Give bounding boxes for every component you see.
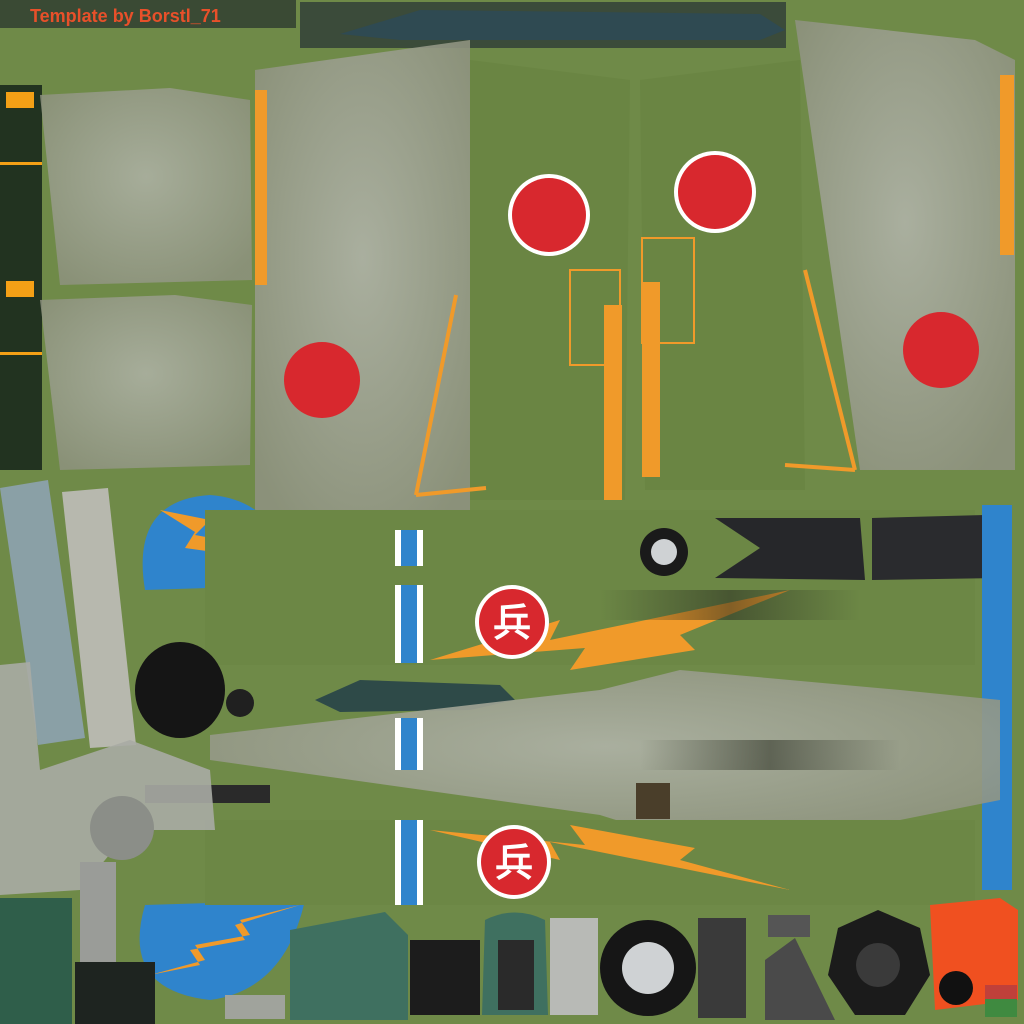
seat-cushion: [498, 940, 534, 1010]
radio-box: [636, 783, 670, 819]
radiator-grille: [550, 918, 598, 1015]
right-wing-leading-edge-stripe: [1000, 75, 1014, 255]
aileron-outline-left: [414, 294, 487, 497]
cowling-panel-left: [715, 518, 865, 580]
tail-lightning-lower: [150, 905, 300, 975]
left-flap-upper: [40, 88, 252, 285]
oil-cooler: [698, 918, 746, 1018]
canopy-frame-strip: [315, 680, 515, 712]
wingtip-line-1: [0, 162, 42, 165]
engine-crankcase: [856, 943, 900, 987]
tail-wheel-fairing: [765, 938, 835, 1020]
intake-mesh: [768, 915, 810, 937]
color-swatch-red: [985, 985, 1017, 999]
band-blue-3: [401, 718, 417, 770]
centre-stripe-left: [604, 305, 622, 500]
flap-outline-right: [641, 237, 695, 344]
tail-fin-lower: [139, 900, 305, 1000]
wingtip-line-2: [0, 352, 42, 355]
landing-gear-strut: [0, 662, 215, 895]
left-wing-panel: [255, 40, 470, 525]
cowling-panel-right: [872, 515, 1012, 580]
exhaust-pipe: [80, 862, 116, 962]
small-part-strip: [225, 995, 285, 1019]
cockpit-side-wall: [290, 912, 408, 1020]
wheel-hub: [651, 539, 677, 565]
wingtip-marker-top: [6, 92, 34, 108]
spinner-disc: [135, 642, 225, 738]
hinomaru-roundel-icon: [903, 312, 979, 388]
flap-outline-left: [569, 269, 621, 366]
band-blue-4: [401, 820, 417, 905]
template-credit: Template by Borstl_71: [30, 6, 221, 26]
hinomaru-roundel-icon: [284, 342, 360, 418]
unit-emblem-icon: [481, 829, 547, 895]
exhaust-stain-belly: [640, 740, 900, 770]
small-wheel: [226, 689, 254, 717]
unit-emblem-glyph-upper: 兵: [493, 600, 531, 645]
gear-door-strip: [0, 480, 85, 745]
centre-stripe-right: [642, 282, 660, 477]
band-blue-1: [401, 530, 417, 566]
unit-emblem-icon: [479, 589, 545, 655]
centre-wing-right: [640, 60, 805, 490]
band-blue-2: [401, 585, 417, 663]
hinomaru-roundel-icon: [512, 178, 586, 252]
left-wing-leading-edge-stripe: [255, 90, 267, 285]
fuselage-belly: [210, 670, 1000, 840]
wingtip-marker-mid: [6, 281, 34, 297]
centre-wing-left: [470, 60, 630, 500]
top-left-strip: [0, 0, 296, 28]
rudder-edge-stripe: [982, 505, 1012, 890]
exhaust-stain-upper: [600, 590, 860, 620]
aileron-outline-right: [784, 269, 857, 472]
gear-door-strip-2: [62, 488, 136, 748]
unit-emblem-glyph-lower: 兵: [495, 840, 533, 885]
top-fin-strip: [340, 10, 785, 40]
cockpit-floor: [410, 940, 480, 1015]
instrument-panel: [75, 962, 155, 1024]
engine-mount: [90, 796, 154, 860]
left-wingtip-strip: [0, 85, 42, 470]
tail-wheel: [939, 971, 973, 1005]
interior-panel: [0, 898, 72, 1024]
left-flap-lower: [40, 295, 252, 470]
main-wheel-hub: [622, 942, 674, 994]
hinomaru-roundel-icon: [678, 155, 752, 229]
